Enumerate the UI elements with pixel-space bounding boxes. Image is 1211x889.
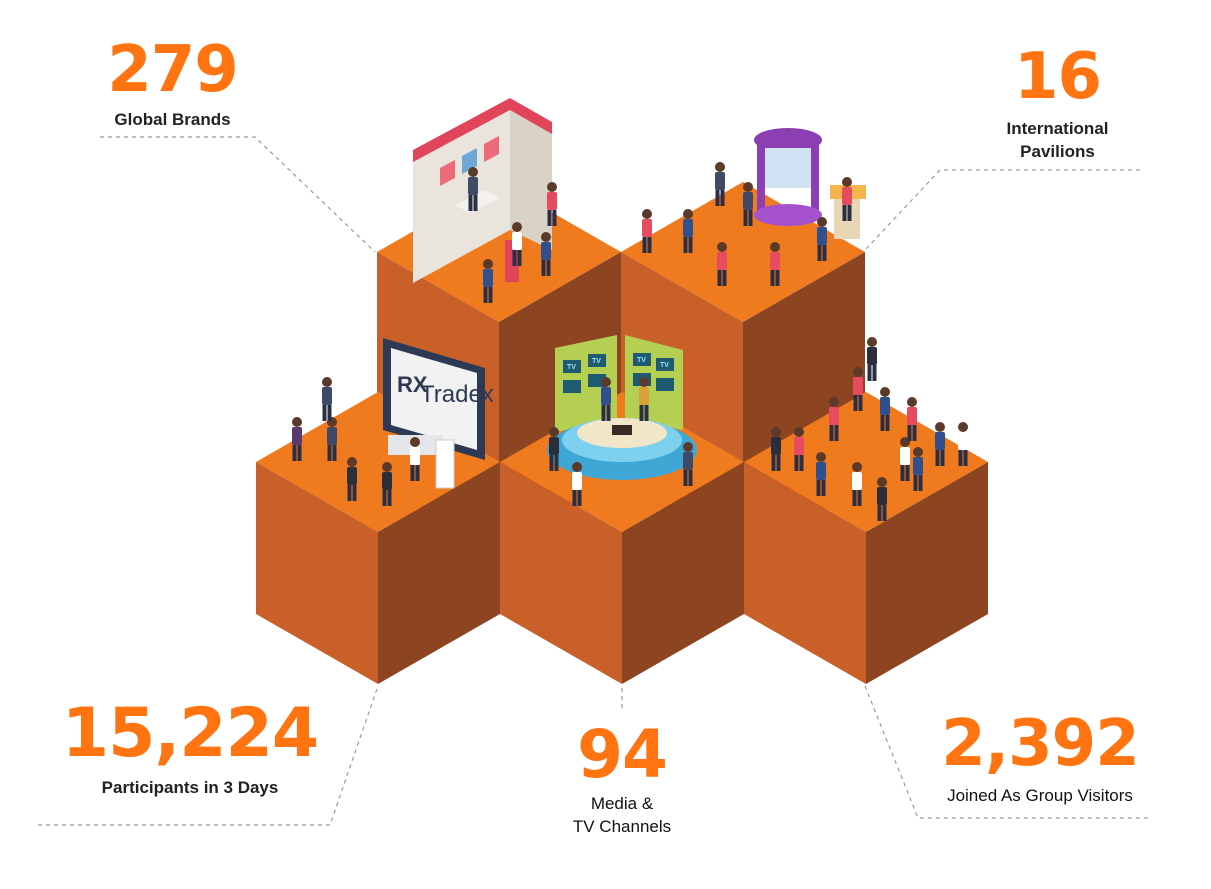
pavilions-value: 16 [1013,40,1102,114]
group-visitors-label: Joined As Group Visitors [947,786,1133,805]
cube-front-right [744,392,988,684]
stat-international-pavilions: 16 International Pavilions [990,45,1125,163]
group-visitors-value: 2,392 [941,707,1139,781]
media-label-line-2: TV Channels [572,817,672,836]
tradex-logo: RX [397,372,428,397]
leader-line-brands [100,136,376,253]
tv-screen-label: TV [637,357,646,364]
stat-media-channels: 94 Media & TV Channels [552,722,692,838]
tv-screen-label: TV [660,362,669,369]
global-brands-value: 279 [107,33,239,107]
tv-studio: TV TV TV TV [547,335,697,480]
tradex-booth: RX Tradex [383,338,494,489]
media-label-line-1: Media & [590,794,654,813]
stat-group-visitors: 2,392 Joined As Group Visitors [920,712,1160,807]
pavilion-kiosk [754,128,866,239]
pavilions-label-line-1: International [1006,119,1109,138]
leader-lines [38,136,1148,826]
participants-value: 15,224 [61,694,319,773]
participants-label: Participants in 3 Days [101,778,279,797]
leader-line-pavilions [864,169,1140,251]
stat-participants: 15,224 Participants in 3 Days [60,700,320,799]
exhibition-booth [413,98,552,283]
tv-screen-label: TV [592,358,601,365]
pavilions-label-line-2: Pavilions [1020,142,1095,161]
tradex-brand: Tradex [420,381,494,408]
stat-global-brands: 279 Global Brands [90,38,255,131]
tv-screen-label: TV [567,364,576,371]
global-brands-label: Global Brands [114,110,231,129]
leader-line-participants [38,685,379,826]
media-value: 94 [577,716,668,793]
